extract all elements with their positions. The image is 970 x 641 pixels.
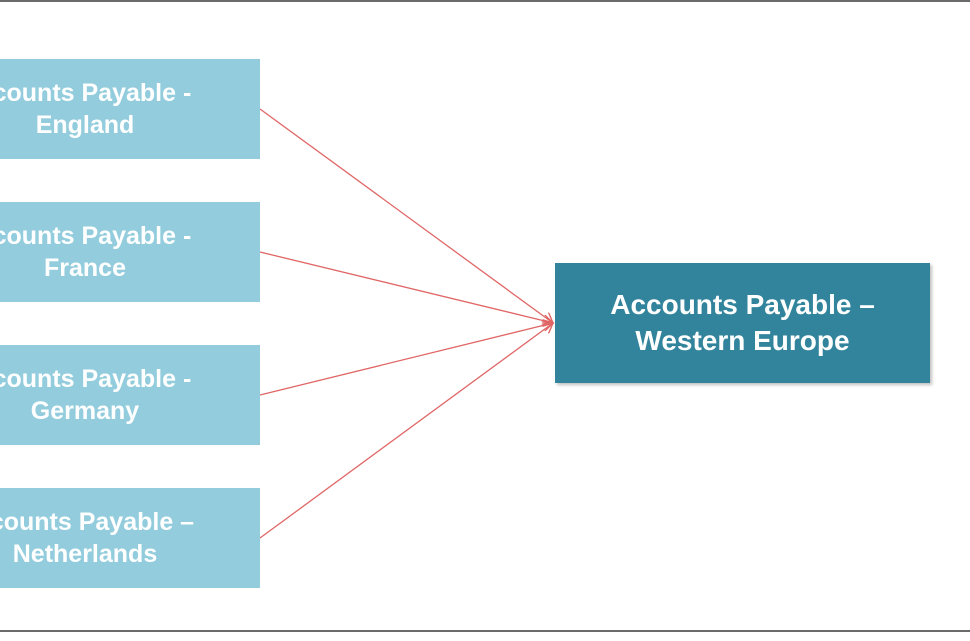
edge-germany-to-western-europe [259, 323, 553, 396]
node-label-netherlands: ccounts Payable – Netherlands [0, 507, 195, 569]
edge-netherlands-to-western-europe [259, 323, 553, 539]
node-accounts-payable-france: ccounts Payable - France [0, 202, 260, 302]
node-label-france: ccounts Payable - France [0, 221, 192, 283]
node-label-germany: ccounts Payable - Germany [0, 364, 192, 426]
node-label-western-europe: Accounts Payable – Western Europe [610, 288, 875, 356]
node-accounts-payable-england: ccounts Payable - England [0, 59, 260, 159]
node-accounts-payable-germany: ccounts Payable - Germany [0, 345, 260, 445]
node-accounts-payable-netherlands: ccounts Payable – Netherlands [0, 488, 260, 588]
node-accounts-payable-western-europe: Accounts Payable – Western Europe [555, 263, 930, 383]
edge-england-to-western-europe [259, 108, 553, 323]
frame-bottom-border [0, 630, 970, 632]
node-label-england: ccounts Payable - England [0, 78, 192, 140]
frame-top-border [0, 0, 970, 2]
edge-france-to-western-europe [259, 251, 553, 323]
